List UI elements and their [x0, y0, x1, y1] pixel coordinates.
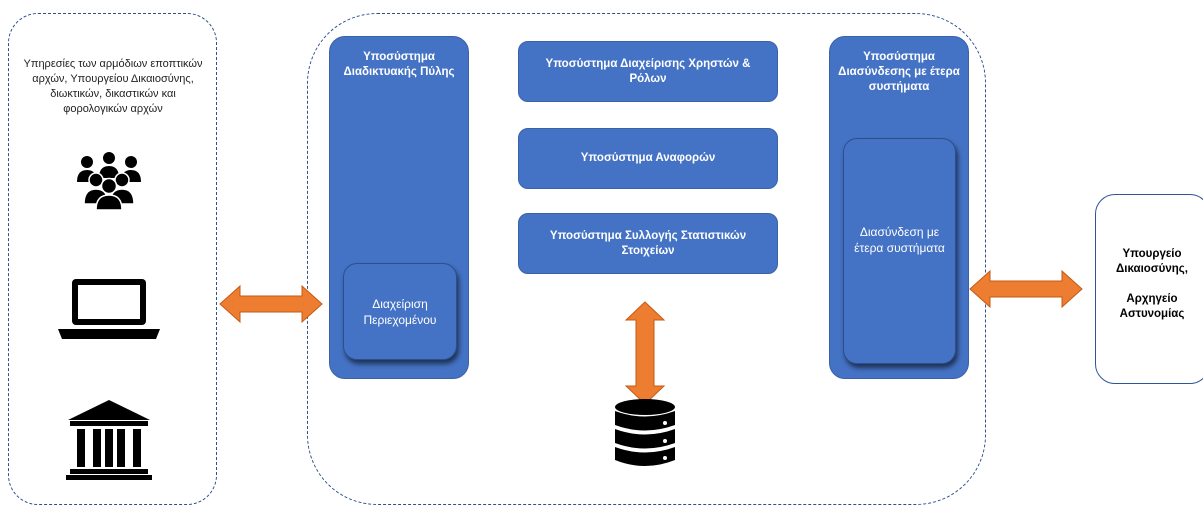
users-group-icon	[77, 152, 141, 210]
laptop-icon	[58, 279, 160, 339]
reports-subsystem-label: Υποσύστημα Αναφορών	[580, 152, 716, 164]
right-double-arrow	[969, 269, 1083, 309]
statistics-subsystem: Υποσύστημα Συλλογής Στατιστικών Στοιχείω…	[518, 213, 778, 274]
vertical-double-arrow	[624, 301, 666, 405]
ministry-police-label: Υπουργείο Δικαιοσύνης, Αρχηγείο Αστυνομί…	[1116, 248, 1188, 320]
portal-subsystem-title: Υποσύστημα Διαδικτυακής Πύλης	[343, 51, 455, 78]
interconnection-label: Διασύνδεση με έτερα συστήματα	[854, 225, 945, 255]
statistics-subsystem-label: Υποσύστημα Συλλογής Στατιστικών Στοιχείω…	[549, 229, 747, 257]
reports-subsystem: Υποσύστημα Αναφορών	[518, 128, 778, 189]
user-role-subsystem-label: Υποσύστημα Διαχείρισης Χρηστών & Ρόλων	[545, 57, 751, 85]
content-management-label: Διαχείριση Περιεχομένου	[363, 296, 437, 327]
interconnection-subsystem-title: Υποσύστημα Διασύνδεσης με έτερα συστήματ…	[838, 51, 960, 93]
ministry-police-box	[1095, 194, 1203, 384]
bank-building-icon	[66, 400, 152, 480]
content-management-box: Διαχείριση Περιεχομένου	[343, 263, 457, 360]
external-users-label: Υπηρεσίες των αρμόδιων εποπτικών αρχών, …	[23, 58, 203, 115]
user-role-subsystem: Υποσύστημα Διαχείρισης Χρηστών & Ρόλων	[518, 41, 778, 102]
left-double-arrow	[219, 284, 323, 324]
interconnection-box: Διασύνδεση με έτερα συστήματα	[843, 138, 956, 364]
database-icon	[615, 399, 675, 466]
